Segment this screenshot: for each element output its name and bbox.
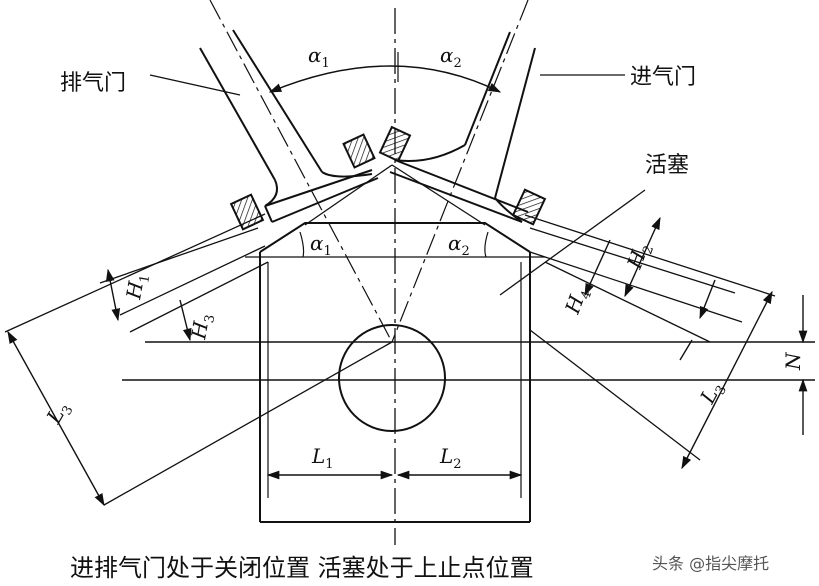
figure-caption: 进排气门处于关闭位置 活塞处于上止点位置 — [70, 554, 534, 582]
exhaust-valve-axis — [209, 0, 393, 343]
L1-label: L1 — [311, 444, 334, 472]
piston-pin-circle — [338, 324, 446, 432]
piston-leader — [499, 189, 646, 296]
alpha-arc — [268, 65, 502, 93]
L3-right-label: L3 — [695, 377, 730, 410]
piston-label: 活塞 — [645, 153, 689, 178]
exhaust-leader — [149, 74, 241, 96]
exhaust-valve-label: 排气门 — [60, 71, 126, 96]
watermark: 头条 @指尖摩托 — [652, 554, 770, 573]
N-label: N — [781, 351, 805, 371]
H2-label: H2 — [622, 239, 657, 274]
L3-right-dimension — [681, 290, 773, 470]
intake-valve — [378, 31, 547, 226]
piston-outline — [259, 222, 531, 523]
H3-label: H3 — [186, 311, 218, 342]
alpha1-top-label: α1 — [308, 43, 330, 71]
L2-label: L2 — [439, 444, 462, 472]
alpha1-bottom-label: α1 — [310, 231, 332, 259]
exhaust-valve — [199, 29, 379, 231]
alpha2-top-label: α2 — [440, 43, 462, 71]
H1-label: H1 — [121, 271, 153, 302]
intake-valve-label: 进气门 — [630, 65, 696, 90]
L3-left-dimension — [7, 330, 105, 507]
alpha2-bottom-label: α2 — [448, 231, 470, 259]
H4-label: H4 — [560, 284, 595, 319]
intake-valve-axis — [391, 0, 529, 343]
